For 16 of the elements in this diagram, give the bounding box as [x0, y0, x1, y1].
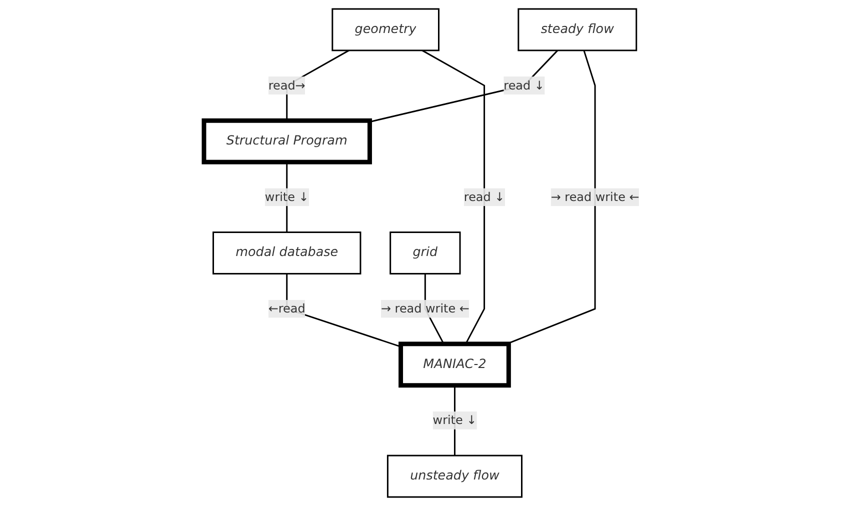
node-box: grid — [390, 231, 462, 274]
connector — [370, 49, 559, 122]
edge-label: read ↓ — [464, 189, 506, 204]
node-box: MANIAC-2 — [398, 341, 512, 388]
edge-label: → read write ← — [381, 300, 470, 316]
edge-label: write ↓ — [265, 189, 310, 204]
edge-label: read ↓ — [504, 78, 545, 92]
node-box: Structural Program — [202, 118, 372, 164]
node-box: geometry — [332, 8, 440, 51]
node-box: unsteady flow — [387, 454, 523, 498]
node-box: modal database — [212, 231, 362, 274]
edge-label: ←read — [268, 300, 306, 316]
edge-label: read→ — [268, 78, 306, 92]
edge-label: → read write ← — [551, 189, 640, 204]
edge-label: write ↓ — [433, 412, 478, 427]
node-box: steady flow — [518, 8, 638, 51]
